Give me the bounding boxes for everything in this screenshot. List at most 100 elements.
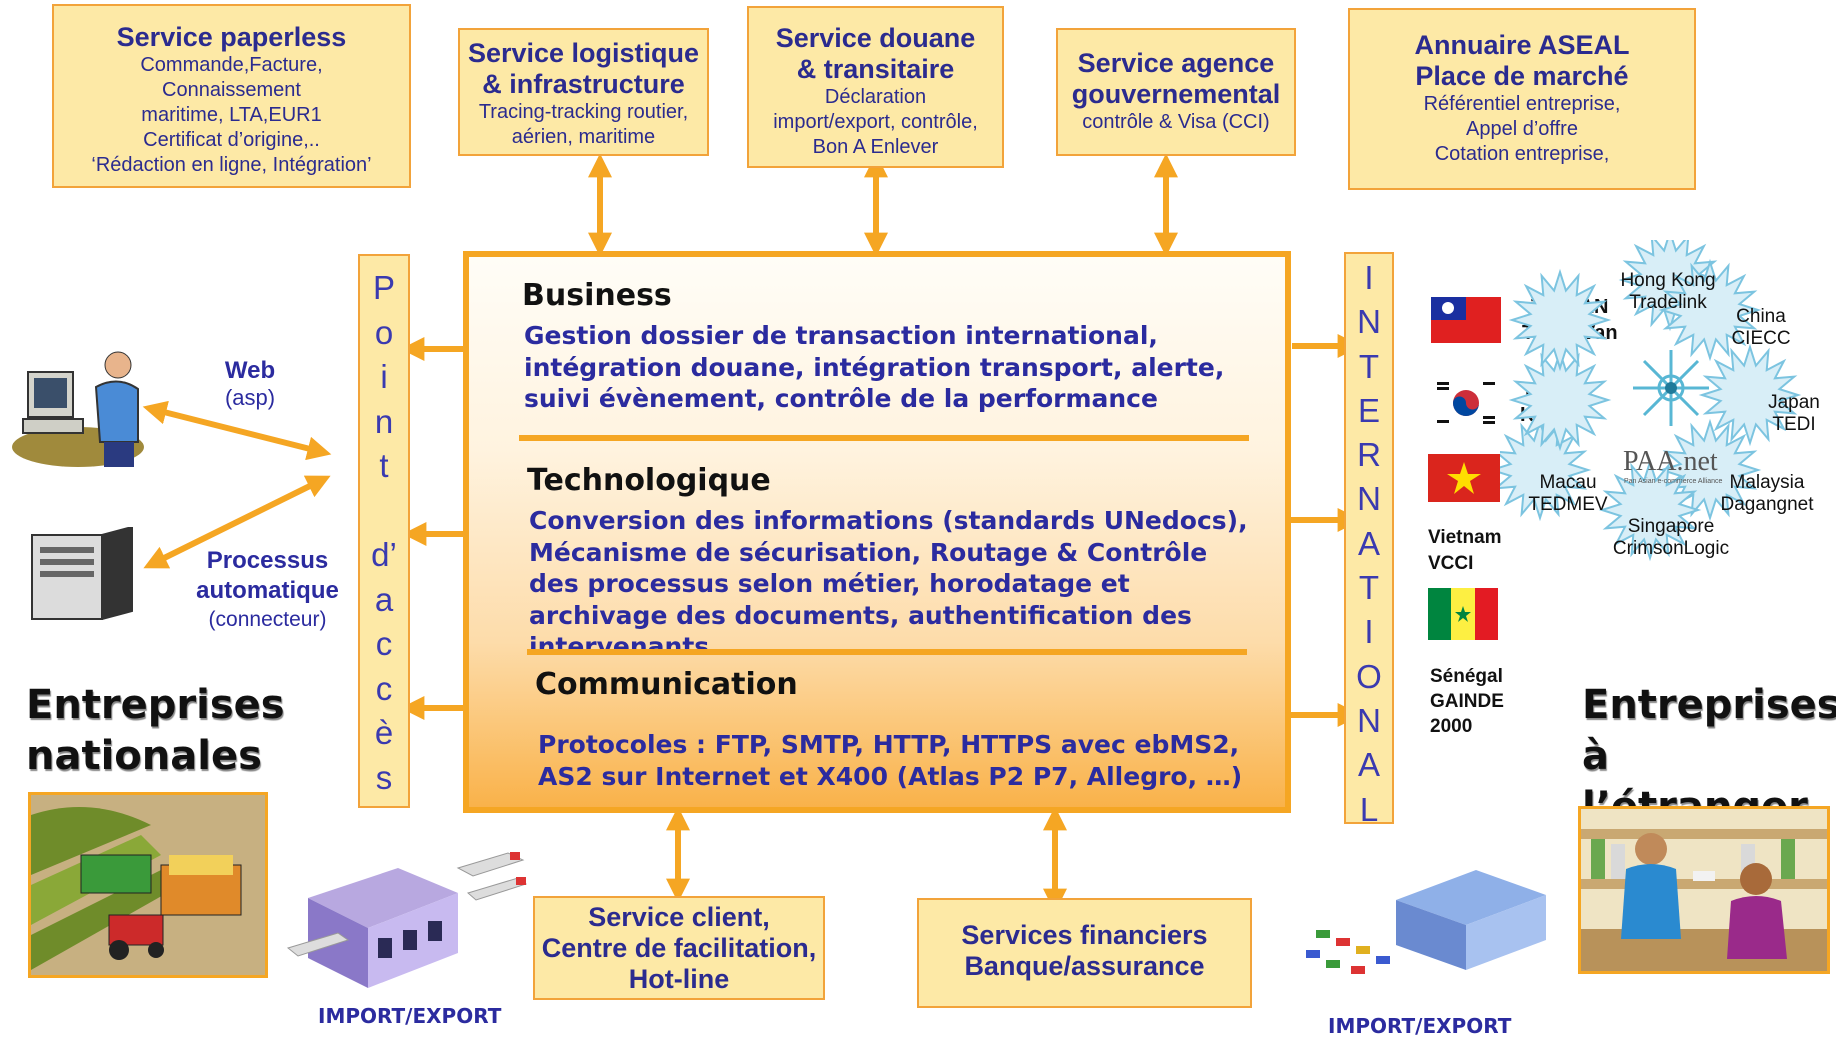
international-letter: L: [1359, 790, 1379, 828]
star-label-line: Tradelink: [1629, 292, 1707, 313]
star-taiwan-icon: [1508, 268, 1612, 372]
star-label-line: TEDI: [1772, 414, 1816, 435]
box-line: Services financiers: [961, 920, 1208, 950]
box-line: Appel d’offre: [1466, 118, 1578, 140]
server-icon: [31, 527, 133, 620]
box-line: Déclaration: [824, 86, 927, 108]
box-line: import/export, contrôle,: [773, 111, 978, 133]
star-label-hongkong: Hong Kong Tradelink: [1608, 270, 1728, 314]
taiwan-flag: [1431, 297, 1501, 343]
service-agence-box: Service agence gouvernemental contrôle &…: [1056, 28, 1296, 156]
international-letter: E: [1357, 391, 1380, 429]
flag-label-line: 2000: [1430, 716, 1473, 737]
box-title: Service douane & transitaire: [775, 23, 976, 84]
box-line: aérien, maritime: [511, 126, 656, 148]
box-line: Bon A Enlever: [812, 136, 939, 158]
point-acces-letter: a: [374, 580, 394, 618]
international-letter: A: [1357, 746, 1380, 784]
international-letter: N: [1357, 480, 1381, 518]
box-line: maritime, LTA,EUR1: [141, 104, 322, 126]
web-label: Web (asp): [210, 357, 290, 411]
box-line: Cotation entreprise,: [1434, 143, 1610, 165]
international-letter: A: [1357, 524, 1380, 562]
star-japan-icon: [1698, 343, 1802, 447]
star-label-line: Dagangnet: [1720, 494, 1814, 515]
business-title: Business: [522, 278, 672, 313]
business-line: intégration douane, intégration transpor…: [524, 352, 1225, 382]
techno-line: intervenants: [529, 632, 710, 650]
box-line: ‘Rédaction en ligne, Intégration’: [91, 154, 372, 176]
korea-flag: [1431, 374, 1501, 432]
box-title: Service logistique & infrastructure: [467, 38, 700, 99]
flag-label-line: Sénégal: [1430, 666, 1503, 687]
point-acces-letter: o: [374, 313, 394, 351]
star-label-japan: Japan TEDI: [1757, 392, 1831, 436]
star-label-line: Hong Kong: [1620, 270, 1716, 291]
box-line: Référentiel entreprise,: [1423, 93, 1621, 115]
box-title: Service agence gouvernemental: [1071, 48, 1281, 109]
technologique-title: Technologique: [527, 463, 771, 498]
star-china-icon: [1658, 258, 1762, 362]
box-title: Annuaire ASEAL Place de marché: [1414, 30, 1630, 91]
senegal-flag: [1428, 588, 1498, 640]
paa-hub-icon: [1633, 350, 1709, 426]
divider-line: [519, 435, 1249, 441]
international-letter: T: [1358, 569, 1380, 607]
point-acces-letter: c: [375, 669, 393, 707]
communication-body: Protocoles : FTP, SMTP, HTTP, HTTPS avec…: [538, 729, 1278, 792]
point-acces-letter: P: [372, 269, 395, 306]
web-title: Web: [224, 357, 276, 384]
flag-label-line: Vietnam: [1428, 527, 1502, 548]
retail-store-image: [1306, 870, 1546, 974]
star-korea-icon: [1508, 348, 1612, 452]
star-label-line: Macau: [1539, 472, 1597, 493]
point-acces-letter: [360, 489, 408, 534]
paa-hub: [1621, 346, 1721, 435]
heading-line: Entreprises: [26, 682, 285, 728]
box-line: Tracing-tracking routier,: [478, 101, 689, 123]
box-line: Centre de facilitation,: [541, 933, 817, 963]
star-label-line: CIECC: [1731, 328, 1791, 349]
arrow-web: [142, 400, 332, 461]
box-line: Commande,Facture,: [140, 54, 323, 76]
heading-line: nationales: [26, 733, 262, 779]
paa-label: PAA.net: [1623, 446, 1718, 477]
star-label-singapore: Singapore CrimsonLogic: [1596, 516, 1746, 560]
computer-user-icon: [12, 351, 144, 467]
vietnam-label: Vietnam VCCI: [1428, 525, 1502, 577]
point-acces-letter: i: [380, 358, 388, 395]
international-letter: O: [1356, 657, 1382, 695]
divider-line: [527, 649, 1247, 655]
box-line: Connaissement: [162, 79, 301, 101]
international-letter: N: [1357, 701, 1381, 739]
service-client-box: Service client, Centre de facilitation, …: [533, 896, 825, 1000]
international-letter: T: [1358, 347, 1380, 385]
star-label-line: CrimsonLogic: [1612, 538, 1730, 559]
processus-label: Processus automatique (connecteur): [180, 546, 355, 634]
comm-line: AS2 sur Internet et X400 (Atlas P2 P7, A…: [538, 761, 1243, 791]
star-label-line: TEDMEV: [1528, 494, 1608, 515]
star-label-line: China: [1736, 306, 1786, 327]
heading-line: Entreprises: [1582, 682, 1836, 728]
flag-label-line: VCCI: [1428, 553, 1474, 574]
international-letter: I: [1364, 259, 1374, 296]
service-paperless-box: Service paperless Commande,Facture, Conn…: [52, 4, 411, 188]
services-financiers-box: Services financiers Banque/assurance: [917, 898, 1252, 1008]
star-label-malaysia: Malaysia Dagangnet: [1712, 472, 1822, 516]
techno-line: Conversion des informations (standards U…: [529, 506, 1248, 535]
warehouse-trucks-image: [286, 852, 528, 988]
processus-title-1: Processus: [206, 547, 329, 574]
box-line: Hot-line: [628, 964, 730, 994]
service-logistique-box: Service logistique & infrastructure Trac…: [458, 28, 709, 156]
entreprises-nationales-heading: Entreprises nationales: [26, 680, 285, 782]
point-acces-letter: d’: [371, 536, 397, 573]
box-line: Certificat d’origine,..: [143, 129, 320, 151]
vietnam-flag: [1428, 454, 1500, 502]
paa-network-stars: [1500, 240, 1802, 562]
senegal-label: Sénégal GAINDE 2000: [1430, 664, 1504, 739]
international-letter: R: [1357, 436, 1381, 474]
star-label-china: China CIECC: [1716, 306, 1806, 350]
point-acces-letter: s: [375, 758, 393, 796]
